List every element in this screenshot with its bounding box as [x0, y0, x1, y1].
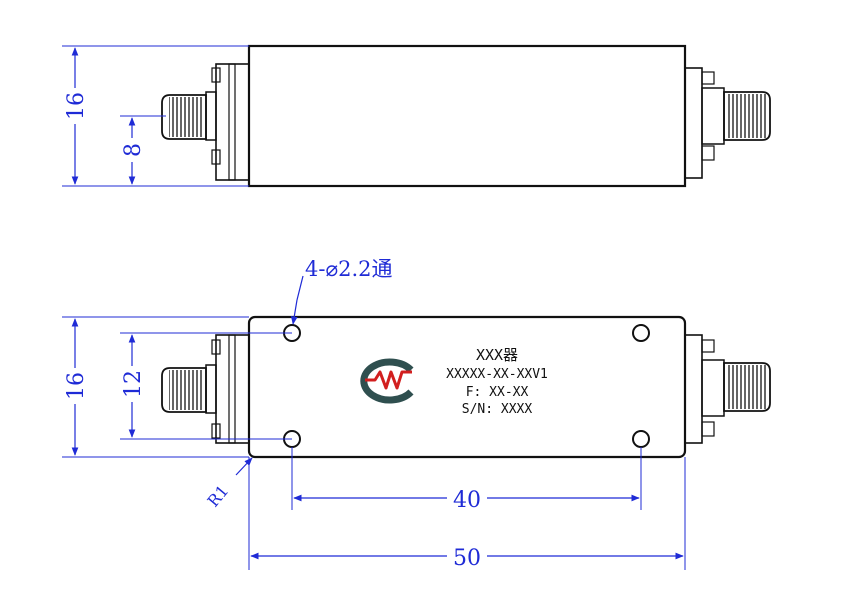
label-serial: S/N: XXXX — [462, 402, 533, 417]
dim-top-offset: 8 — [120, 115, 166, 185]
product-label: XXX器 XXXXX-XX-XXV1 F: XX-XX S/N: XXXX — [446, 346, 548, 417]
mounting-hole-top-right — [632, 324, 650, 342]
bottom-right-connector — [684, 334, 771, 444]
dim-corner-radius-label: R1 — [204, 481, 233, 510]
top-right-connector — [684, 67, 771, 179]
dim-overall-length: 50 — [248, 457, 686, 571]
label-name: XXX器 — [476, 346, 518, 364]
top-view: 16 8 — [62, 44, 771, 188]
dim-bottom-height: 16 — [62, 316, 249, 458]
top-left-connector — [161, 63, 250, 181]
mounting-hole-bottom-right — [632, 430, 650, 448]
dim-hole-horizontal-label: 40 — [453, 488, 481, 513]
dim-hole-vertical-label: 12 — [121, 370, 146, 398]
label-model: XXXXX-XX-XXV1 — [446, 367, 548, 382]
dim-bottom-height-label: 16 — [64, 372, 89, 400]
hole-callout: 4-⌀2.2通 — [290, 257, 393, 325]
hole-callout-text: 4-⌀2.2通 — [305, 257, 393, 281]
dim-hole-vertical: 12 — [120, 332, 292, 440]
dim-corner-radius: R1 — [204, 457, 253, 511]
top-body — [247, 44, 687, 188]
dim-top-height-label: 16 — [64, 92, 89, 120]
dim-overall-length-label: 50 — [453, 546, 481, 571]
bottom-view: XXX器 XXXXX-XX-XXV1 F: XX-XX S/N: XXXX 4-… — [62, 257, 771, 571]
dim-hole-horizontal: 40 — [291, 447, 642, 513]
label-frequency: F: XX-XX — [466, 385, 529, 400]
dim-top-offset-label: 8 — [121, 143, 146, 157]
bottom-left-connector — [161, 334, 250, 444]
dim-top-height: 16 — [62, 45, 249, 187]
company-logo — [360, 358, 414, 404]
